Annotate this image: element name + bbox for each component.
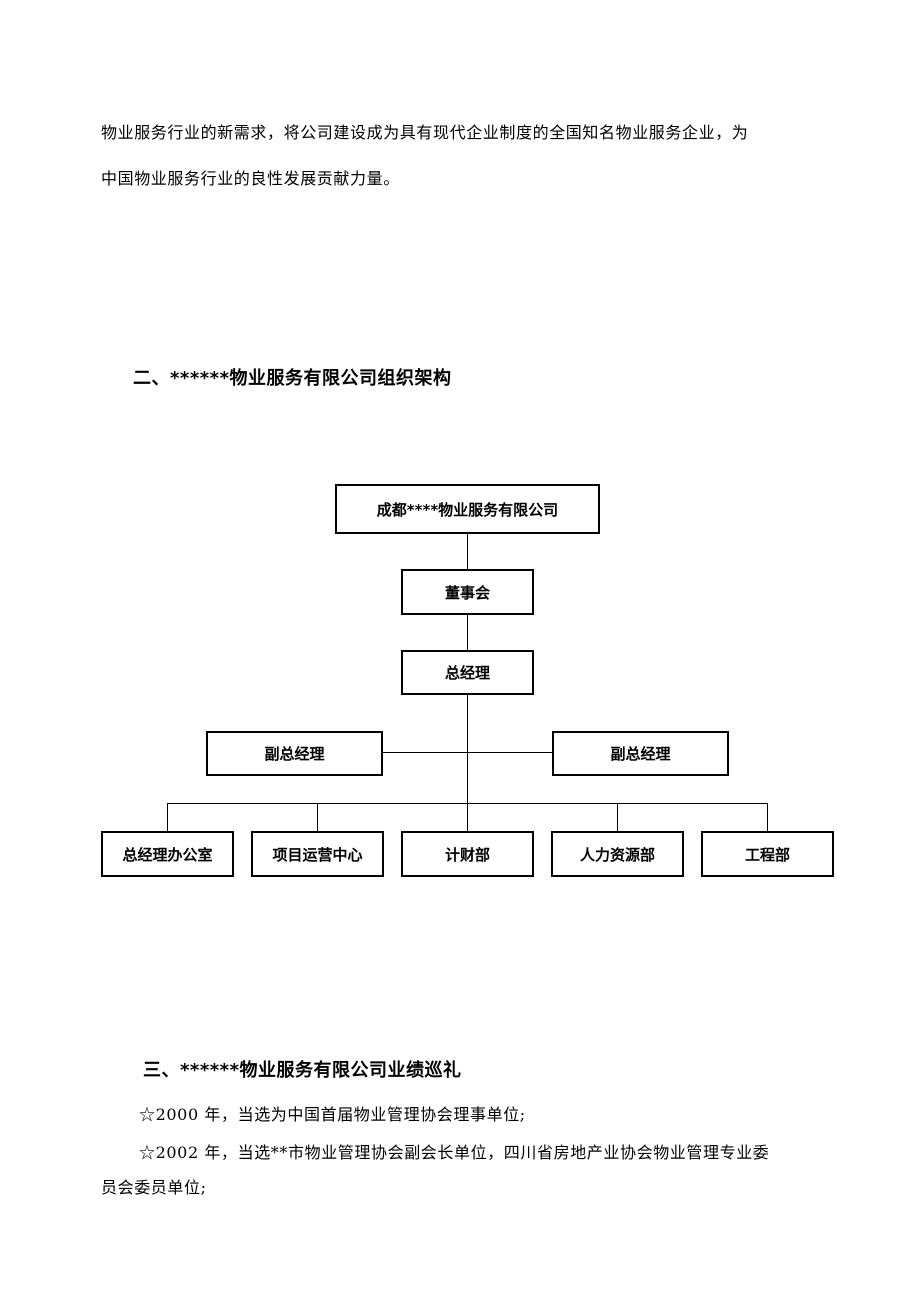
achievement-2002-line-1: ☆2002 年，当选**市物业管理协会副会长单位，四川省房地产业协会物业管理专业…	[139, 1143, 770, 1162]
dept-label-2: 项目运营中心	[272, 845, 363, 864]
achievement-2000: ☆2000 年，当选为中国首届物业管理协会理事单位;	[139, 1105, 526, 1124]
general-manager-label: 总经理	[444, 664, 490, 682]
section-3-heading: 三、******物业服务有限公司业绩巡礼	[143, 1060, 462, 1081]
deputy-gm-right-box: 副总经理	[552, 731, 729, 776]
dept-box-4: 人力资源部	[551, 831, 684, 877]
connector-dept-2	[317, 803, 318, 832]
board-label: 董事会	[444, 583, 490, 602]
board-box: 董事会	[401, 569, 534, 615]
company-label: 成都****物业服务有限公司	[376, 500, 559, 519]
dept-box-2: 项目运营中心	[251, 831, 384, 877]
intro-line-2: 中国物业服务行业的良性发展贡献力量。	[101, 169, 400, 188]
dept-label-5: 工程部	[744, 845, 790, 864]
dept-label-4: 人力资源部	[579, 845, 655, 864]
connector-deputies	[381, 752, 553, 753]
connector-dept-4	[617, 803, 618, 832]
deputy-gm-left-box: 副总经理	[206, 731, 383, 776]
connector-company-board	[467, 533, 468, 571]
company-box: 成都****物业服务有限公司	[335, 484, 600, 534]
connector-board-gm	[467, 614, 468, 651]
achievement-2002-line-2: 员会委员单位;	[101, 1178, 207, 1197]
dept-label-3: 计财部	[444, 845, 490, 864]
dept-label-1: 总经理办公室	[122, 845, 213, 864]
connector-gm-trunk	[467, 694, 468, 832]
connector-departments-bar	[167, 803, 768, 804]
dept-box-3: 计财部	[401, 831, 534, 877]
dept-box-1: 总经理办公室	[101, 831, 234, 877]
deputy-gm-left-label: 副总经理	[264, 745, 325, 763]
connector-dept-5	[767, 803, 768, 832]
connector-dept-1	[167, 803, 168, 832]
section-2-heading: 二、******物业服务有限公司组织架构	[133, 368, 452, 389]
dept-box-5: 工程部	[701, 831, 834, 877]
intro-line-1: 物业服务行业的新需求，将公司建设成为具有现代企业制度的全国知名物业服务企业，为	[101, 123, 749, 142]
general-manager-box: 总经理	[401, 650, 534, 695]
deputy-gm-right-label: 副总经理	[610, 745, 671, 763]
